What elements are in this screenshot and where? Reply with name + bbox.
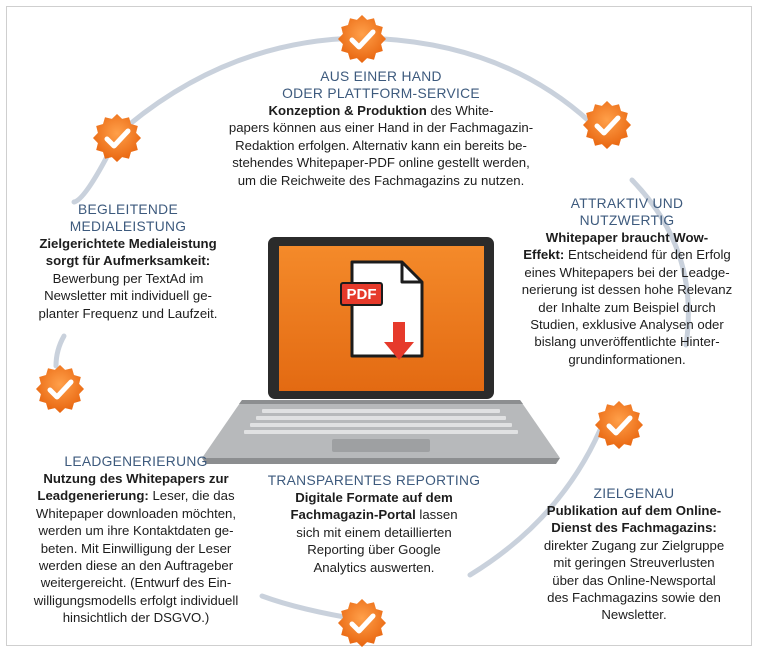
block-attraktiv-und-nutzwertig: ATTRAKTIV UND NUTZWERTIG Whitepaper brau… [508,195,746,368]
block-text: Bewerbung per TextAd im [52,270,204,286]
block-title: TRANSPARENTES REPORTING [267,473,481,488]
block-text: Redaktion erfolgen. Alternativ kann ein … [235,137,527,153]
block-text: Reporting über Google [307,542,441,558]
block-text: nerierung ist dessen hohe Relevanz [521,282,733,298]
block-title: ODER PLATTFORM-SERVICE [282,86,480,101]
block-lead: Whitepaper braucht Wow- [545,230,709,245]
block-lead: Konzeption & Produktion [268,103,427,118]
block-text: papers können aus einer Hand in der Fach… [228,120,534,136]
block-title: BEGLEITENDE [78,202,178,217]
block-text: des White- [426,103,494,118]
block-leadgenerierung: LEADGENERIERUNG Nutzung des Whitepapers … [10,453,262,627]
block-text: Studien, exklusive Analysen oder [530,317,724,333]
checkmark-badge-icon [338,15,386,63]
block-text: Analytics auswerten. [313,559,435,575]
block-title: ZIELGENAU [593,486,675,501]
checkmark-badge-icon [595,401,643,449]
block-lead: Digitale Formate auf dem [295,490,453,505]
block-text: sich mit einem detaillierten [296,524,452,540]
pdf-badge: PDF [347,286,377,303]
block-lead: Publikation auf dem Online- [546,503,722,518]
block-lead: Leadgenerierung: [37,488,149,504]
block-text: des Fachmagazins sowie den [547,590,721,606]
block-text: der Inhalte zum Beispiel durch [538,299,716,315]
checkmark-badge-icon [36,365,84,413]
block-text: mit geringen Streuverlusten [553,555,715,571]
block-lead: Zielgerichtete Medialeistung [39,236,217,251]
block-title: ATTRAKTIV UND [570,196,684,211]
checkmark-badge-icon [583,101,631,149]
block-text: Whitepaper downloaden möchten, [35,505,237,521]
block-lead: Fachmagazin-Portal [290,507,416,523]
block-transparentes-reporting: TRANSPARENTES REPORTING Digitale Formate… [264,472,484,576]
block-text: direkter Zugang zur Zielgruppe [543,537,725,553]
block-begleitende-medialeistung: BEGLEITENDE MEDIALEISTUNG Zielgerichtete… [8,201,248,322]
block-lead: Dienst des Fachmagazins: [551,520,717,536]
block-text: werden um ihre Kontaktdaten ge- [38,523,234,539]
block-text: eines Whitepapers bei der Leadge- [524,264,730,280]
block-text: weitergereicht. (Entwurf des Ein- [40,575,232,591]
block-title: AUS EINER HAND [320,69,442,84]
block-text: Newsletter. [601,607,667,623]
block-text: beten. Mit Einwilligung der Leser [40,540,232,556]
block-text: bislang unveröffentlichte Hinter- [534,334,720,350]
block-text: willigungsmodells erfolgt individuell [33,592,239,608]
block-zielgenau: ZIELGENAU Publikation auf dem Online- Di… [520,485,748,624]
block-title: NUTZWERTIG [579,213,675,228]
block-text: über das Online-Newsportal [552,572,716,588]
block-text: stehendes Whitepaper-PDF online gestellt… [232,155,530,171]
block-text: werden diese an den Auftrageber [38,558,234,574]
checkmark-badge-icon [338,599,386,647]
checkmark-badge-icon [93,114,141,162]
block-text: planter Frequenz und Laufzeit. [38,305,218,321]
block-lead: Effekt: [523,247,565,263]
block-text: hinsichtlich der DSGVO.) [62,610,210,626]
block-title: LEADGENERIERUNG [64,454,208,469]
block-text: grundinformationen. [568,351,686,367]
block-lead: Nutzung des Whitepapers zur [43,471,229,486]
block-text: Leser, die das [148,488,235,504]
laptop-illustration: PDF [202,237,560,464]
block-aus-einer-hand: AUS EINER HAND ODER PLATTFORM-SERVICE Ko… [218,68,544,189]
page-frame [6,6,752,646]
block-text: Newsletter mit individuell ge- [44,288,212,304]
block-lead: sorgt für Aufmerksamkeit: [45,253,211,269]
block-text: um die Reichweite des Fachmagazins zu nu… [237,172,525,188]
block-text: Entscheidend für den Erfolg [564,247,731,263]
block-title: MEDIALEISTUNG [69,219,187,234]
block-text: lassen [415,507,458,523]
